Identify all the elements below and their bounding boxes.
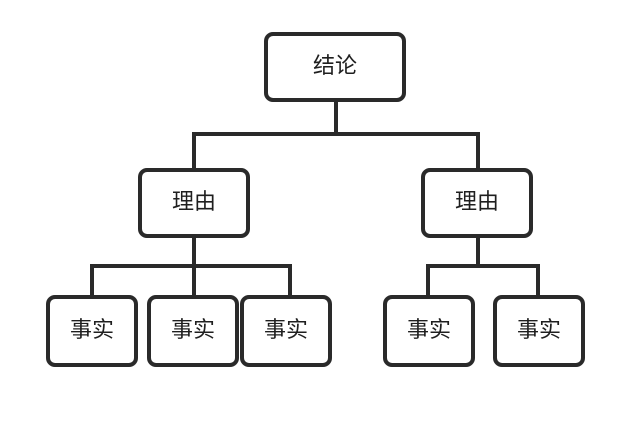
reason-node-2: 理由: [421, 168, 533, 238]
fact-label-5: 事实: [516, 318, 561, 343]
fact-node-4: 事实: [383, 295, 475, 367]
fact-label-1: 事实: [69, 318, 114, 343]
fact-node-2: 事实: [147, 295, 239, 367]
fact-label-3: 事实: [263, 318, 308, 343]
reason-node-1: 理由: [138, 168, 250, 238]
conclusion-node: 结论: [264, 32, 406, 102]
fact-label-2: 事实: [170, 318, 215, 343]
reason-label-1: 理由: [171, 190, 216, 215]
fact-node-3: 事实: [240, 295, 332, 367]
fact-node-1: 事实: [46, 295, 138, 367]
reason-label-2: 理由: [454, 190, 499, 215]
fact-label-4: 事实: [406, 318, 451, 343]
conclusion-label: 结论: [312, 54, 357, 79]
fact-node-5: 事实: [493, 295, 585, 367]
